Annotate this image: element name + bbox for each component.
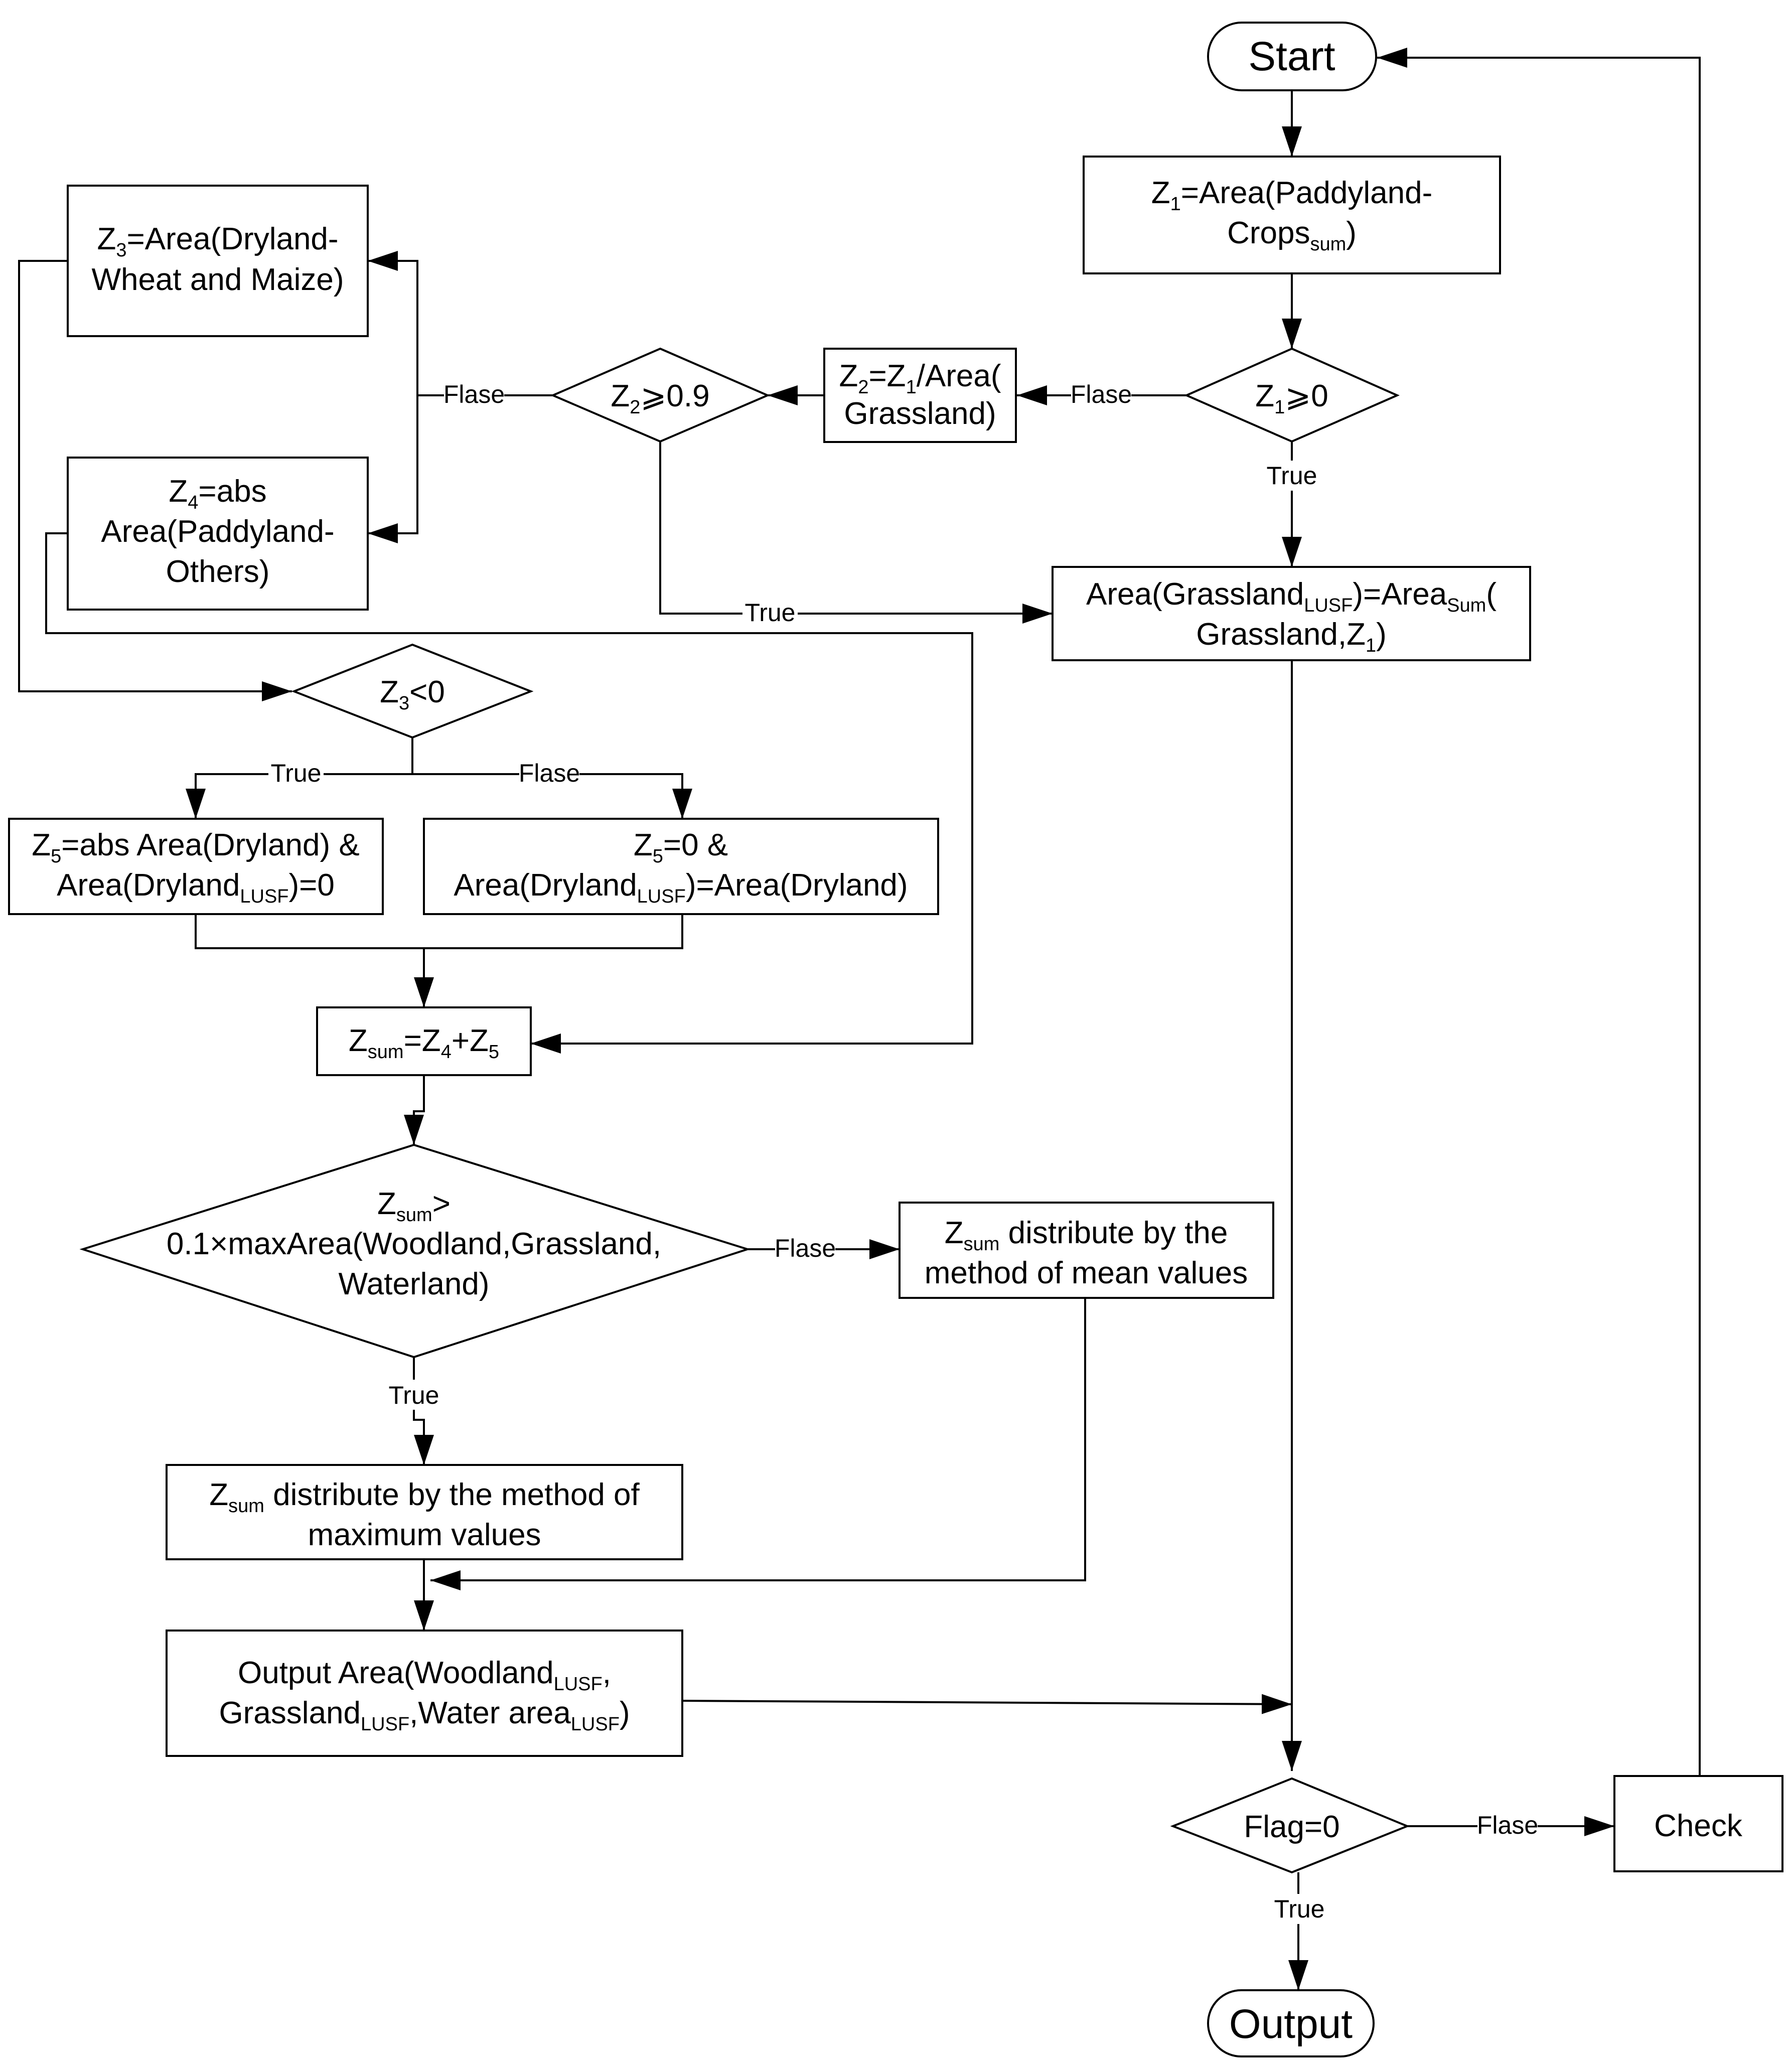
flag-true-label-bg — [1272, 1894, 1327, 1924]
output-terminal — [1207, 1989, 1375, 2057]
z1-assign-line2: Cropssum) — [1227, 216, 1357, 255]
z2-true-label-bg — [742, 597, 798, 627]
mean-values-box — [899, 1202, 1274, 1299]
zsum-assign-label: Zsum=Z4+Z5 — [349, 1023, 499, 1063]
z2-assign-box — [823, 348, 1017, 443]
zsum-true-label: True — [389, 1381, 439, 1409]
z5-false-line2: Area(DrylandLUSF)=Area(Dryland) — [454, 868, 908, 907]
max-values-line1: Zsum distribute by the method of — [209, 1477, 640, 1517]
zsum-check-line1: Zsum> — [377, 1187, 451, 1226]
start-label: Start — [1248, 34, 1335, 79]
grassland-area-line2: Grassland,Z1) — [1196, 617, 1386, 656]
z1-true-label: True — [1267, 462, 1317, 490]
flag-check-label: Flag=0 — [1244, 1810, 1339, 1844]
z3-false-label: Flase — [519, 759, 580, 787]
flag-check-diamond — [1170, 1777, 1410, 1874]
flag-false-label-bg — [1477, 1810, 1538, 1840]
max-values-box — [166, 1464, 683, 1560]
edge-check-to-start — [1377, 48, 1701, 1779]
edge-z5true-join — [195, 914, 683, 949]
z4-assign-line2: Area(Paddyland- — [101, 514, 334, 549]
z1-true-label-bg — [1264, 461, 1319, 491]
z5-false-box — [423, 818, 939, 915]
z1-false-label: Flase — [1071, 380, 1132, 408]
z2-check-diamond — [550, 347, 771, 443]
edge-z2-false-down — [368, 395, 418, 543]
zsum-false-label: Flase — [775, 1234, 836, 1262]
zsum-true-label-bg — [386, 1380, 441, 1410]
flag-false-label: Flase — [1477, 1811, 1538, 1839]
z2-check-label: Z2⩾0.9 — [611, 379, 709, 418]
output-area-line1: Output Area(WoodlandLUSF, — [238, 1656, 611, 1695]
grassland-area-line1: Area(GrasslandLUSF)=AreaSum( — [1086, 577, 1497, 616]
z3-assign-box — [67, 185, 369, 337]
z1-check-diamond — [1184, 347, 1400, 443]
z2-assign-line1: Z2=Z1/Area( — [839, 359, 1001, 398]
z4-assign-line1: Z4=abs — [169, 474, 266, 513]
z3-true-label: True — [271, 759, 322, 787]
z3-assign-line1: Z3=Area(Dryland- — [97, 222, 338, 261]
output-label: Output — [1229, 2001, 1353, 2047]
output-area-line2: GrasslandLUSF,Water areaLUSF) — [219, 1696, 630, 1735]
edge-z3-false — [412, 773, 692, 819]
zsum-assign-box — [316, 1006, 532, 1076]
zsum-check-line2: 0.1×maxArea(Woodland,Grassland, — [167, 1227, 661, 1261]
flag-true-label: True — [1274, 1895, 1325, 1923]
z1-assign-line1: Z1=Area(Paddyland- — [1151, 176, 1433, 215]
z3-false-label-bg — [519, 758, 579, 788]
grassland-area-box — [1052, 566, 1531, 661]
z4-assign-box — [67, 457, 369, 611]
zsum-check-line3: Waterland) — [339, 1267, 490, 1301]
mean-values-line1: Zsum distribute by the — [945, 1216, 1228, 1255]
zsum-false-label-bg — [775, 1233, 835, 1263]
edge-z4-to-zsum — [45, 532, 973, 1054]
edge-z2-false-up — [368, 251, 418, 395]
z5-false-line1: Z5=0 & — [634, 828, 728, 867]
z5-true-box — [8, 818, 384, 915]
z3-true-label-bg — [268, 758, 324, 788]
z2-true-label: True — [745, 599, 796, 627]
check-box — [1613, 1775, 1783, 1872]
z5-true-line1: Z5=abs Area(Dryland) & — [32, 828, 359, 867]
edge-zsum-to-check — [404, 1075, 425, 1145]
zsum-check-diamond — [79, 1143, 751, 1359]
edge-z3-true — [186, 773, 412, 819]
edge-mean-to-merge — [430, 1298, 1086, 1590]
z1-check-label: Z1⩾0 — [1255, 379, 1328, 418]
z4-assign-line3: Others) — [166, 554, 270, 589]
start-terminal — [1207, 22, 1377, 91]
z2-assign-line2: Grassland) — [844, 396, 996, 431]
z1-false-label-bg — [1071, 379, 1131, 409]
check-label: Check — [1654, 1809, 1743, 1843]
output-area-box — [166, 1630, 683, 1757]
edge-z2-true — [659, 441, 1053, 624]
z3-check-diamond — [291, 643, 534, 739]
z2-false-label: Flase — [443, 380, 505, 408]
z3-assign-line2: Wheat and Maize) — [91, 262, 344, 297]
z2-false-label-bg — [444, 379, 504, 409]
edge-z3-to-z3check — [18, 260, 292, 701]
edge-zsum-true — [413, 1357, 434, 1465]
max-values-line2: maximum values — [308, 1518, 541, 1552]
edge-output-to-flag — [682, 1694, 1292, 1714]
z3-check-label: Z3<0 — [380, 675, 445, 714]
mean-values-line2: method of mean values — [925, 1256, 1248, 1290]
z5-true-line2: Area(DrylandLUSF)=0 — [57, 868, 335, 907]
z1-assign-box — [1083, 156, 1501, 274]
